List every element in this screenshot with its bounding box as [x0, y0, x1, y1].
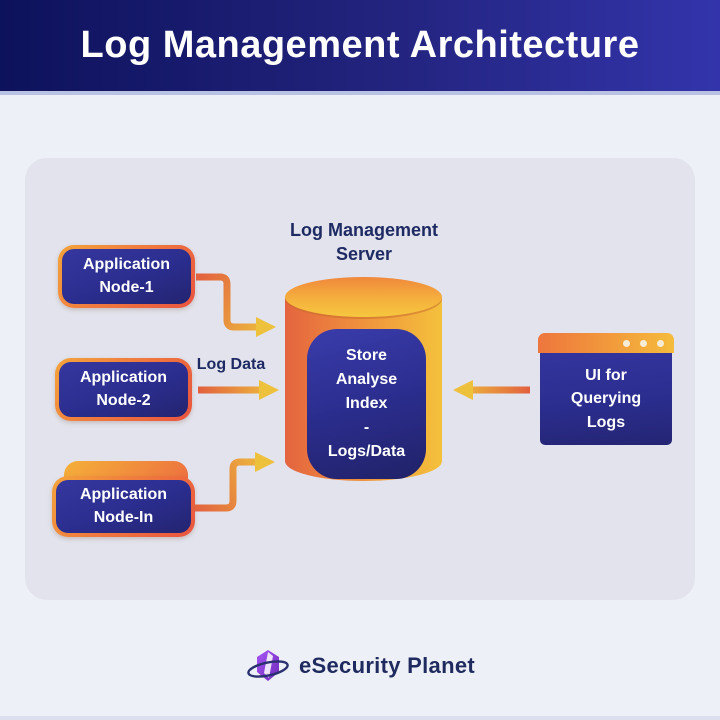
header-banner: Log Management Architecture [0, 0, 720, 95]
app-node-1-label: Application Node-1 [82, 256, 171, 296]
app-node-in: Application Node-In [52, 476, 195, 537]
server-function-line: - [363, 419, 370, 436]
footer-brand: eSecurity Planet [0, 638, 720, 694]
page-title: Log Management Architecture [80, 24, 640, 66]
orbit-ring [247, 660, 289, 678]
app-node-in-body: Application Node-In [56, 480, 191, 533]
app-node-2: Application Node-2 [55, 358, 192, 421]
server-function-line: Analyse [335, 371, 398, 388]
app-node-1-body: Application Node-1 [62, 249, 191, 304]
ui-query-box: UI for Querying Logs [540, 353, 672, 445]
window-dot-icon [623, 339, 630, 347]
app-node-1: Application Node-1 [58, 245, 195, 308]
window-dot-icon [640, 339, 647, 347]
server-functions-box: Store Analyse Index - Logs/Data [307, 329, 426, 479]
ui-query-label: UI for Querying Logs [570, 367, 642, 431]
app-node-2-body: Application Node-2 [59, 362, 188, 417]
gem-facet [264, 652, 273, 678]
server-function-line: Logs/Data [327, 443, 406, 460]
brand-name: eSecurity Planet [299, 653, 475, 678]
planet-gem-icon [247, 650, 289, 681]
server-label: Log Management Server [289, 220, 438, 265]
log-data-label: Log Data [196, 356, 266, 373]
app-node-in-label: Application Node-In [79, 486, 168, 526]
bottom-edge-strip [0, 716, 720, 720]
server-cylinder-top [285, 277, 442, 317]
window-dot-icon [657, 339, 664, 347]
server-function-line: Store [346, 347, 387, 364]
server-function-line: Index [345, 395, 388, 412]
browser-window-titlebar [538, 333, 674, 353]
app-node-2-label: Application Node-2 [79, 369, 168, 409]
